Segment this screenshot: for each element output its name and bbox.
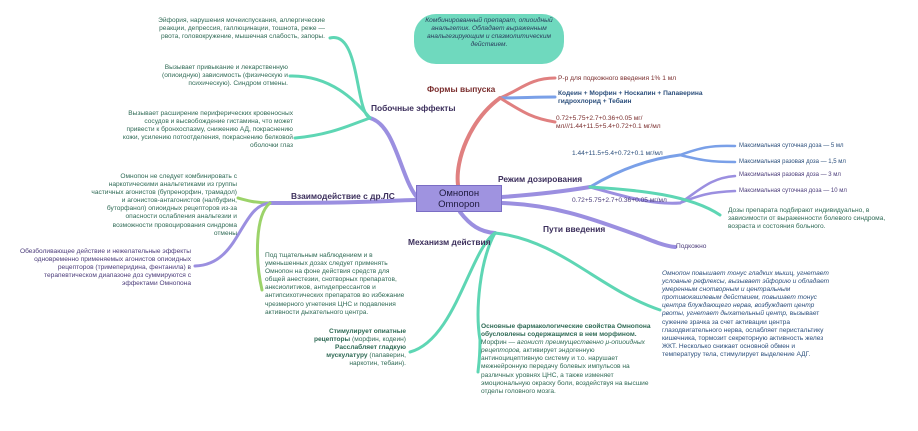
side-effect-item: Эйфория, нарушения мочеиспускания, аллер… <box>158 17 325 41</box>
form-item: 0.72+5.75+2.7+0.36+0.05 мг/мл///1.44+11.… <box>556 115 661 131</box>
mechanism-receptors: Стимулирует опиатные рецепторы (морфин, … <box>295 328 406 368</box>
branch-routes[interactable]: Пути введения <box>543 224 606 234</box>
interaction-item: Омнопон не следует комбинировать с нарко… <box>91 173 237 237</box>
branch-interaction[interactable]: Взаимодействие с др.ЛС <box>291 191 395 201</box>
mechanism-effects-italic: Омнопон повышает тонус гладких мышц, угн… <box>662 270 830 318</box>
branch-dosage[interactable]: Режим дозирования <box>498 174 583 184</box>
central-topic-title: Омнопон <box>438 188 480 199</box>
dose-variant: 1.44+11.5+5.4+0.72+0.1 мг/мл <box>572 150 663 157</box>
mechanism-effects-text: вызывает сужение зрачка за счет активаци… <box>662 310 824 358</box>
receptors-text-2: (папаверин, наркотин, тебаин). <box>349 352 406 368</box>
receptors-bold-1: Стимулирует опиатные рецепторы <box>313 328 406 344</box>
side-effect-item: Вызывает расширение периферических крове… <box>122 110 293 150</box>
form-item: Кодеин + Морфин + Носкапин + Папаверина … <box>558 90 703 106</box>
branch-release-forms[interactable]: Формы выпуска <box>427 84 496 94</box>
mechanism-main-text-2: активирует эндогенную антиноцицептивную … <box>481 347 649 395</box>
dose-limit: Максимальная суточная доза — 5 мл <box>739 143 844 149</box>
description-note: Комбинированный препарат, опиоидный анал… <box>414 14 564 64</box>
dose-limit: Максимальная суточная доза — 10 мл <box>739 188 847 194</box>
route-item: Подкожно <box>676 243 707 250</box>
mechanism-main-bold: Основные фармакологические свойства Омно… <box>481 323 651 339</box>
dose-limit: Максимальная разовая доза — 1,5 мл <box>739 159 846 165</box>
central-topic[interactable]: Омнопон Omnopon <box>416 185 502 212</box>
mechanism-effects: Омнопон повышает тонус гладких мышц, угн… <box>662 270 832 359</box>
central-topic-subtitle: Omnopon <box>438 199 480 210</box>
dose-limit: Максимальная разовая доза — 3 мл <box>739 172 841 178</box>
dosage-note: Дозы препарата подбирают индивидуально, … <box>728 207 886 231</box>
mechanism-main: Основные фармакологические свойства Омно… <box>481 323 651 396</box>
interaction-item: Обезболивающее действие и нежелательные … <box>19 248 191 288</box>
dose-variant: 0.72+5.75+2.7+0.36+0.05 мг/мл <box>572 197 667 204</box>
side-effect-item: Вызывает привыкание и лекарственную (опи… <box>162 64 288 88</box>
branch-side-effects[interactable]: Побочные эффекты <box>371 103 456 113</box>
mechanism-main-italic: агонист преимущественно μ-опиоидных реце… <box>481 339 645 355</box>
branch-mechanism[interactable]: Механизм действия <box>408 237 491 247</box>
mechanism-main-text-1: Морфин — <box>481 339 517 347</box>
form-item: Р-р для подкожного введения 1% 1 мл <box>558 75 677 82</box>
receptors-text-1: (морфин, кодеин) <box>350 336 406 344</box>
receptors-bold-2: Расслабляет гладкую мускулатуру <box>326 344 406 360</box>
interaction-item: Под тщательным наблюдением и в уменьшенн… <box>265 252 405 316</box>
